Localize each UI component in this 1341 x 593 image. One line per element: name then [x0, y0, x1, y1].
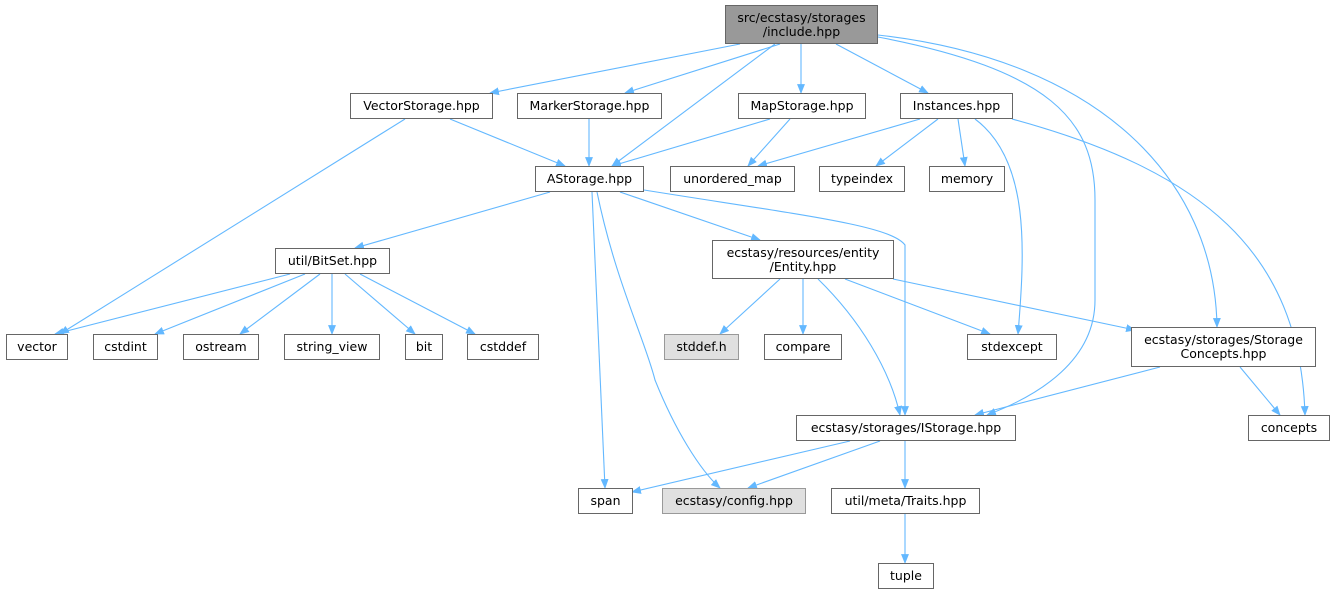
edge-astorage-span: [591, 191, 609, 489]
node-entity[interactable]: ecstasy/resources/entity /Entity.hpp: [712, 240, 894, 279]
edge-instances-stdexcept: [974, 118, 1023, 335]
edge-root-astorage: [611, 43, 776, 167]
edge-entity-istorage: [817, 278, 902, 416]
node-vector-storage[interactable]: VectorStorage.hpp: [350, 93, 493, 119]
edge-instances-memory: [957, 118, 968, 167]
edge-entity-stddef: [719, 278, 781, 335]
node-bitset[interactable]: util/BitSet.hpp: [275, 248, 390, 274]
node-concepts[interactable]: concepts: [1248, 415, 1330, 441]
node-vector[interactable]: vector: [6, 334, 68, 360]
node-marker-storage[interactable]: MarkerStorage.hpp: [517, 93, 662, 119]
edge-root-storageconcepts: [877, 34, 1221, 328]
node-cstdint[interactable]: cstdint: [93, 334, 158, 360]
edge-vectorstorage-vector: [59, 118, 406, 335]
edge-root-istorage: [877, 36, 1096, 416]
node-storage-concepts[interactable]: ecstasy/storages/Storage Concepts.hpp: [1131, 327, 1316, 367]
edge-bitset-ostream: [239, 273, 321, 335]
node-ostream[interactable]: ostream: [183, 334, 259, 360]
edge-astorage-istorage: [643, 189, 909, 416]
node-cstddef[interactable]: cstddef: [467, 334, 539, 360]
edge-mapstorage-astorage: [611, 118, 771, 168]
node-config[interactable]: ecstasy/config.hpp: [662, 488, 806, 514]
node-unordered-map[interactable]: unordered_map: [670, 166, 795, 192]
edge-astorage-bitset: [354, 191, 551, 250]
edge-instances-unorderedmap: [757, 118, 921, 168]
edge-instances-concepts: [1011, 118, 1309, 416]
edge-root-vectorstorage: [489, 43, 741, 96]
edge-root-instances: [835, 43, 929, 94]
edge-mapstorage-unorderedmap: [747, 118, 791, 167]
edge-instances-typeindex: [875, 118, 939, 167]
node-typeindex[interactable]: typeindex: [819, 166, 905, 192]
node-memory[interactable]: memory: [929, 166, 1005, 192]
node-traits[interactable]: util/meta/Traits.hpp: [831, 488, 980, 514]
node-tuple[interactable]: tuple: [878, 563, 934, 589]
edge-root-markerstorage: [624, 43, 781, 95]
edge-storageconcepts-concepts: [1239, 366, 1281, 416]
edge-entity-storageconcepts: [892, 278, 1136, 333]
edge-astorage-config: [596, 191, 721, 489]
node-root-include[interactable]: src/ecstasy/storages /include.hpp: [725, 5, 878, 44]
edge-astorage-entity: [619, 191, 761, 241]
node-stdexcept[interactable]: stdexcept: [967, 334, 1057, 360]
node-map-storage[interactable]: MapStorage.hpp: [738, 93, 866, 119]
edge-bitset-cstdint: [154, 273, 306, 335]
edge-bitset-vector: [54, 273, 291, 336]
edge-istorage-span: [631, 440, 851, 494]
node-istorage[interactable]: ecstasy/storages/IStorage.hpp: [796, 415, 1016, 441]
edge-entity-stdexcept: [844, 278, 991, 335]
edge-istorage-config: [747, 440, 881, 489]
edge-bitset-bit: [344, 273, 416, 335]
node-span[interactable]: span: [578, 488, 633, 514]
edge-storageconcepts-istorage: [974, 366, 1161, 417]
node-compare[interactable]: compare: [764, 334, 842, 360]
node-stddef-h[interactable]: stddef.h: [664, 334, 739, 360]
node-bit[interactable]: bit: [405, 334, 443, 360]
node-instances[interactable]: Instances.hpp: [900, 93, 1013, 119]
node-string-view[interactable]: string_view: [284, 334, 380, 360]
edge-bitset-cstddef: [359, 273, 476, 335]
node-astorage[interactable]: AStorage.hpp: [535, 166, 644, 192]
edge-vectorstorage-astorage: [449, 118, 566, 167]
